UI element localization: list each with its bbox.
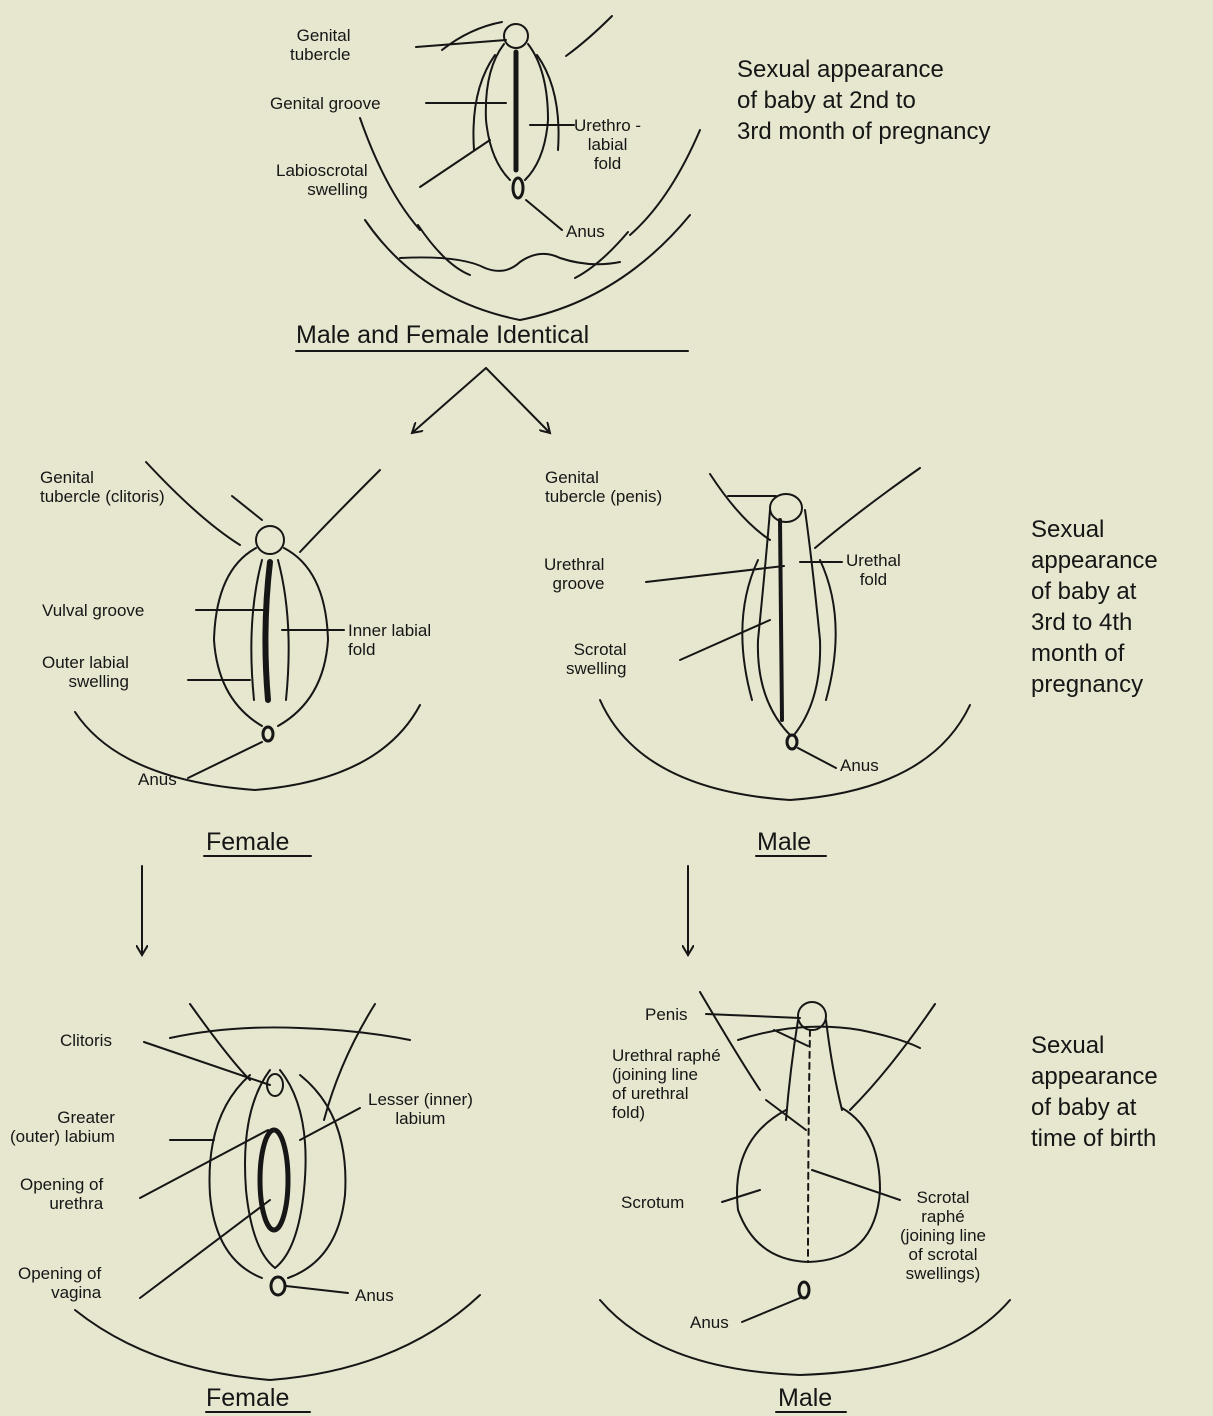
stage3-male-label-penis: Penis — [645, 1005, 688, 1024]
stage3-female-label-opening-vagina: Opening of vagina — [18, 1264, 101, 1302]
stage2-male-caption: Male — [757, 828, 811, 856]
stage3-female-label-clitoris: Clitoris — [60, 1031, 112, 1050]
stage1-leader-lines — [416, 40, 574, 230]
stage1-label-anus: Anus — [566, 222, 605, 241]
stage2-female-label-vulval-groove: Vulval groove — [42, 601, 144, 620]
stage2-female-label-inner-labial-fold: Inner labial fold — [348, 621, 431, 659]
stage2-female-caption: Female — [206, 828, 289, 856]
stage3-female-caption: Female — [206, 1384, 289, 1412]
stage2-description: Sexual appearance of baby at 3rd to 4th … — [1031, 514, 1158, 700]
stage1-description: Sexual appearance of baby at 2nd to 3rd … — [737, 54, 991, 147]
stage3-female-label-lesser-labium: Lesser (inner) labium — [368, 1090, 473, 1128]
stage1-drawing — [360, 16, 700, 320]
stage2-male-label-urethral-fold: Urethal fold — [846, 551, 901, 589]
stage2-female-label-outer-labial-swelling: Outer labial swelling — [42, 653, 129, 691]
down-arrows — [142, 866, 688, 955]
stage3-male-caption: Male — [778, 1384, 832, 1412]
stage3-description: Sexual appearance of baby at time of bir… — [1031, 1030, 1158, 1154]
stage2-male-label-anus: Anus — [840, 756, 879, 775]
stage3-male-label-scrotal-raphe: Scrotal raphé (joining line of scrotal s… — [900, 1188, 986, 1283]
stage2-male-label-urethral-groove: Urethral groove — [544, 555, 604, 593]
stage1-label-labioscrotal-swelling: Labioscrotal swelling — [276, 161, 368, 199]
stage1-label-genital-groove: Genital groove — [270, 94, 381, 113]
stage3-female-label-greater-labium: Greater (outer) labium — [10, 1108, 115, 1146]
stage2-female-label-anus: Anus — [138, 770, 177, 789]
stage2-male-label-genital-tubercle: Genital tubercle (penis) — [545, 468, 662, 506]
stage1-label-genital-tubercle: Genital tubercle — [290, 26, 350, 64]
stage3-male-label-anus: Anus — [690, 1313, 729, 1332]
stage3-male-label-urethral-raphe: Urethral raphé (joining line of urethral… — [612, 1046, 721, 1122]
stage2-male-leaders — [646, 496, 842, 768]
stage1-label-urethrolabial-fold: Urethro - labial fold — [574, 116, 641, 173]
stage3-female-drawing — [75, 1004, 480, 1380]
stage3-male-leaders — [706, 1014, 900, 1322]
branch-arrows — [412, 368, 550, 433]
stage3-female-label-opening-urethra: Opening of urethra — [20, 1175, 103, 1213]
stage3-male-label-scrotum: Scrotum — [621, 1193, 684, 1212]
stage3-female-label-anus: Anus — [355, 1286, 394, 1305]
stage1-caption: Male and Female Identical — [296, 321, 589, 349]
stage2-male-label-scrotal-swelling: Scrotal swelling — [566, 640, 626, 678]
stage2-female-label-genital-tubercle: Genital tubercle (clitoris) — [40, 468, 165, 506]
stage2-male-drawing — [600, 468, 970, 800]
